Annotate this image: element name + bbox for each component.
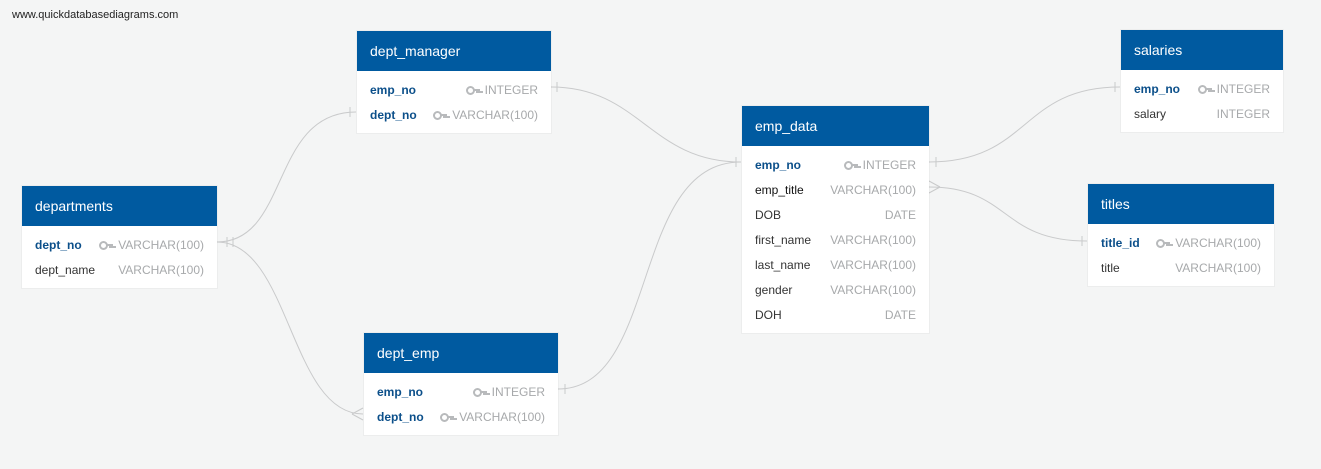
field-row[interactable]: salary INTEGER	[1121, 102, 1283, 127]
table-salaries[interactable]: salaries emp_no INTEGER salary INTEGER	[1121, 30, 1283, 132]
key-icon	[99, 240, 114, 250]
field-name: title	[1101, 261, 1120, 275]
field-type: VARCHAR(100)	[830, 283, 916, 297]
field-type: VARCHAR(100)	[1175, 236, 1261, 250]
field-name: DOB	[755, 208, 782, 222]
table-title[interactable]: dept_emp	[364, 333, 558, 373]
table-title[interactable]: dept_manager	[357, 31, 551, 71]
field-row[interactable]: dept_no VARCHAR(100)	[357, 103, 551, 128]
field-type: INTEGER	[1216, 82, 1270, 96]
field-name: last_name	[755, 258, 811, 272]
field-name: dept_no	[35, 238, 82, 252]
field-type: VARCHAR(100)	[830, 233, 916, 247]
table-title[interactable]: salaries	[1121, 30, 1283, 70]
field-name: emp_no	[370, 83, 417, 97]
link-emp-data-titles	[928, 186, 1088, 242]
field-row[interactable]: emp_no INTEGER	[357, 78, 551, 103]
field-name: DOH	[755, 308, 782, 322]
field-name: first_name	[755, 233, 812, 247]
table-emp-data[interactable]: emp_data emp_no INTEGER emp_title VARCHA…	[742, 106, 929, 333]
table-titles[interactable]: titles title_id VARCHAR(100) title VARCH…	[1088, 184, 1274, 286]
key-icon	[1156, 238, 1171, 248]
table-dept-manager[interactable]: dept_manager emp_no INTEGER dept_no VARC…	[357, 31, 551, 133]
key-icon	[465, 85, 480, 95]
field-row[interactable]: emp_no INTEGER	[742, 153, 929, 178]
field-row[interactable]: title_id VARCHAR(100)	[1088, 231, 1274, 256]
key-icon	[440, 412, 455, 422]
link-dept-manager-emp-data	[550, 86, 742, 163]
field-name: salary	[1134, 107, 1167, 121]
field-type: VARCHAR(100)	[459, 410, 545, 424]
key-icon	[433, 110, 448, 120]
field-type: INTEGER	[862, 158, 916, 172]
link-emp-data-salaries	[928, 86, 1121, 163]
field-row[interactable]: dept_no VARCHAR(100)	[364, 405, 558, 430]
key-icon	[843, 160, 858, 170]
key-icon	[472, 387, 487, 397]
field-row[interactable]: last_name VARCHAR(100)	[742, 253, 929, 278]
link-departments-dept-emp	[216, 241, 364, 415]
field-type: INTEGER	[491, 385, 545, 399]
field-row[interactable]: DOH DATE	[742, 303, 929, 328]
field-type: VARCHAR(100)	[1175, 261, 1261, 275]
key-icon	[1197, 84, 1212, 94]
field-name: emp_no	[1134, 82, 1181, 96]
field-name: emp_no	[755, 158, 802, 172]
watermark: www.quickdatabasediagrams.com	[12, 9, 179, 21]
field-row[interactable]: title VARCHAR(100)	[1088, 256, 1274, 281]
field-row[interactable]: DOB DATE	[742, 203, 929, 228]
field-type: DATE	[884, 308, 916, 322]
field-name: dept_no	[370, 108, 417, 122]
link-dept-emp-emp-data	[557, 161, 742, 390]
table-title[interactable]: departments	[22, 186, 217, 226]
field-row[interactable]: emp_no INTEGER	[1121, 77, 1283, 102]
field-type: VARCHAR(100)	[830, 183, 916, 197]
table-title[interactable]: titles	[1088, 184, 1274, 224]
field-type: VARCHAR(100)	[118, 238, 204, 252]
table-title[interactable]: emp_data	[742, 106, 929, 146]
field-type: INTEGER	[1216, 107, 1270, 121]
field-name: emp_title	[755, 183, 804, 197]
field-name: title_id	[1101, 236, 1140, 250]
field-name: emp_no	[377, 385, 424, 399]
field-type: VARCHAR(100)	[118, 263, 204, 277]
table-departments[interactable]: departments dept_no VARCHAR(100) dept_na…	[22, 186, 217, 288]
field-type: VARCHAR(100)	[452, 108, 538, 122]
field-type: DATE	[884, 208, 916, 222]
field-row[interactable]: first_name VARCHAR(100)	[742, 228, 929, 253]
field-row[interactable]: emp_title VARCHAR(100)	[742, 178, 929, 203]
link-departments-dept-manager	[216, 111, 357, 243]
field-row[interactable]: dept_name VARCHAR(100)	[22, 258, 217, 283]
field-row[interactable]: dept_no VARCHAR(100)	[22, 233, 217, 258]
field-name: gender	[755, 283, 793, 297]
table-dept-emp[interactable]: dept_emp emp_no INTEGER dept_no VARCHAR(…	[364, 333, 558, 435]
field-type: INTEGER	[484, 83, 538, 97]
field-name: dept_name	[35, 263, 96, 277]
field-row[interactable]: gender VARCHAR(100)	[742, 278, 929, 303]
field-name: dept_no	[377, 410, 424, 424]
field-row[interactable]: emp_no INTEGER	[364, 380, 558, 405]
field-type: VARCHAR(100)	[830, 258, 916, 272]
